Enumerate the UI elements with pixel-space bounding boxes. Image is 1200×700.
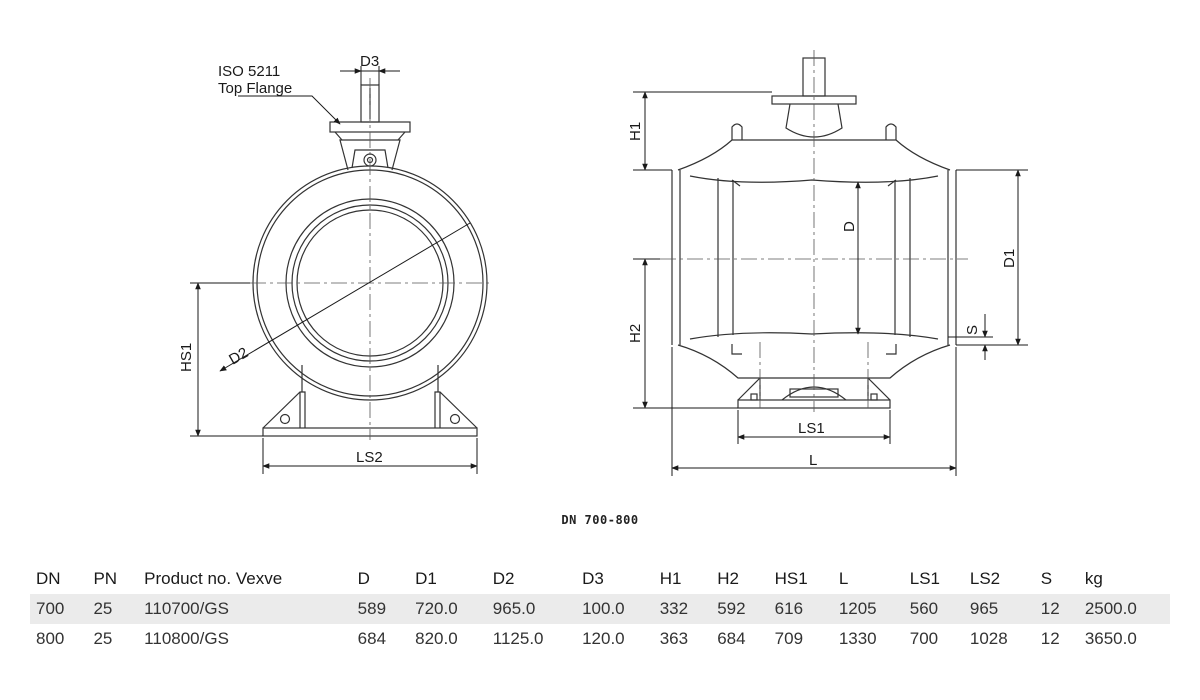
cell-product-no: 110800/GS [144, 629, 229, 648]
cell-d3: 100.0 [576, 594, 654, 624]
table-row: 700 25 110700/GS 589 720.0 965.0 100.0 3… [30, 594, 1170, 624]
cell-ls2: 965 [963, 594, 1035, 624]
cell-kg: 3650.0 [1084, 629, 1137, 648]
front-left-foot [262, 391, 306, 429]
cell-l: 1330 [838, 629, 877, 648]
header-d1: D1 [415, 569, 437, 588]
s-label: S [964, 325, 981, 335]
side-right-end [894, 170, 957, 345]
cell-dn: 700 [30, 594, 88, 624]
valve-technical-drawing: ISO 5211 Top Flange D3 D2 HS1 LS2 [178, 50, 1028, 476]
cell-s: 12 [1034, 594, 1079, 624]
cell-ls1: 560 [903, 594, 964, 624]
header-h2: H2 [717, 569, 739, 588]
header-h1: H1 [659, 569, 682, 588]
cell-kg: 2500.0 [1078, 594, 1170, 624]
header-pn: PN [93, 569, 118, 588]
cell-d2: 965.0 [486, 594, 577, 624]
hs1-label: HS1 [178, 343, 195, 372]
cell-hs1: 616 [768, 594, 833, 624]
d-label: D [841, 221, 858, 232]
cell-s: 12 [1040, 629, 1060, 648]
cell-d: 589 [351, 594, 410, 624]
spec-table: DN PN Product no. Vexve D D1 D2 D3 H1 H2… [30, 564, 1170, 654]
cell-d1: 820.0 [415, 629, 458, 648]
header-product-no: Product no. Vexve [144, 569, 283, 588]
cell-h2: 684 [717, 629, 746, 648]
cell-dn: 800 [36, 629, 65, 648]
header-l: L [838, 569, 849, 588]
header-d: D [357, 569, 370, 588]
ls2-label: LS2 [356, 449, 383, 466]
cell-l: 1205 [832, 594, 904, 624]
header-ls1: LS1 [909, 569, 940, 588]
cell-product-no: 110700/GS [138, 594, 352, 624]
header-ls2: LS2 [969, 569, 1001, 588]
cell-d2: 1125.0 [492, 629, 544, 648]
iso-label: ISO 5211 [218, 63, 280, 80]
top-flange-label: Top Flange [218, 80, 292, 97]
ls1-label: LS1 [798, 420, 825, 437]
header-d3: D3 [582, 569, 604, 588]
header-kg: kg [1084, 569, 1103, 588]
cell-d1: 720.0 [409, 594, 487, 624]
cell-hs1: 709 [774, 629, 804, 648]
d1-label: D1 [1001, 249, 1018, 268]
cell-ls2: 1028 [969, 629, 1008, 648]
h1-label: H1 [627, 122, 644, 141]
cell-d3: 120.0 [582, 629, 625, 648]
cell-d: 684 [357, 629, 387, 648]
table-row: 800 25 110800/GS 684 820.0 1125.0 120.0 … [30, 624, 1170, 654]
h2-label: H2 [627, 324, 644, 343]
header-hs1: HS1 [774, 569, 808, 588]
cell-pn: 25 [93, 629, 113, 648]
cell-h1: 332 [653, 594, 712, 624]
spec-table-header: DN PN Product no. Vexve D D1 D2 D3 H1 H2… [30, 564, 1170, 594]
cell-h2: 592 [711, 594, 769, 624]
header-dn: DN [36, 569, 61, 588]
cell-h1: 363 [659, 629, 689, 648]
d3-label: D3 [360, 53, 379, 70]
side-left-end [671, 170, 734, 345]
l-label: L [809, 452, 817, 469]
drawing-caption: DN 700-800 [561, 513, 639, 527]
header-s: S [1040, 569, 1053, 588]
cell-pn: 25 [87, 594, 139, 624]
front-right-foot [434, 391, 478, 429]
header-d2: D2 [492, 569, 515, 588]
cell-ls1: 700 [909, 629, 939, 648]
